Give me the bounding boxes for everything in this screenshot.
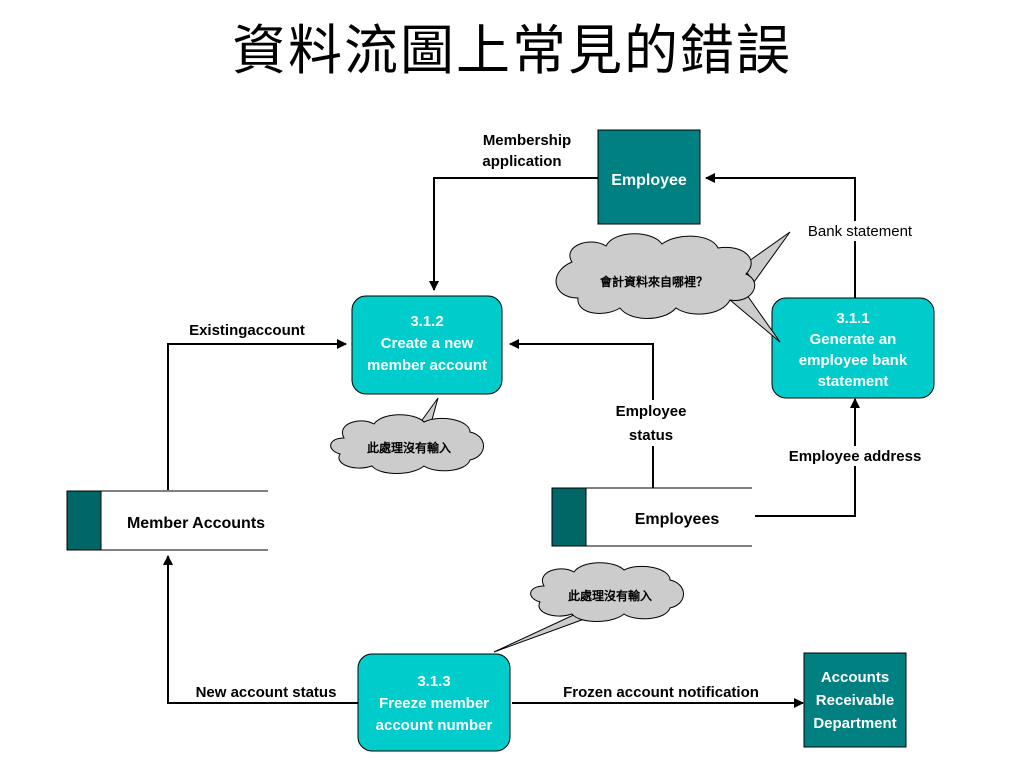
svg-text:Generate an: Generate an: [810, 331, 897, 348]
flow-new-account-status: [163, 555, 358, 704]
svg-text:Receivable: Receivable: [816, 692, 894, 709]
svg-text:Department: Department: [813, 715, 896, 732]
callout-no-input-3-1-2: 此處理沒有輸入: [330, 397, 484, 474]
svg-text:3.1.2: 3.1.2: [410, 313, 443, 330]
label-employee-address: Employee address: [789, 448, 922, 465]
store-employees: Employees: [551, 487, 752, 547]
svg-text:Accounts: Accounts: [821, 669, 889, 686]
process-3-1-2: 3.1.2 Create a new member account: [351, 295, 503, 395]
label-employee-status-1: Employee: [616, 403, 687, 420]
svg-text:Employees: Employees: [635, 511, 720, 528]
entity-accounts-receivable: Accounts Receivable Department: [803, 652, 907, 748]
label-membership-application-1: Membership: [483, 132, 571, 149]
label-existing-account: Existingaccount: [189, 322, 305, 339]
svg-text:account number: account number: [376, 717, 493, 734]
svg-text:3.1.1: 3.1.1: [836, 310, 869, 327]
flow-existing-account: [167, 339, 347, 490]
label-bank-statement: Bank statement: [808, 223, 913, 240]
entity-employee: Employee: [597, 129, 701, 225]
callout-no-input-3-1-3: 此處理沒有輸入: [493, 562, 684, 653]
svg-text:statement: statement: [818, 373, 889, 390]
flow-bank-statement: [705, 173, 856, 298]
label-frozen-account-notification: Frozen account notification: [563, 684, 759, 701]
callout-accounting-source: 會計資料來自哪裡？: [555, 231, 791, 343]
svg-text:Member Accounts: Member Accounts: [127, 515, 265, 532]
process-3-1-1: 3.1.1 Generate an employee bank statemen…: [771, 297, 935, 399]
svg-text:employee bank: employee bank: [799, 352, 908, 369]
process-3-1-3: 3.1.3 Freeze member account number: [357, 653, 511, 752]
svg-text:3.1.3: 3.1.3: [417, 673, 450, 690]
label-new-account-status: New account status: [196, 684, 337, 701]
label-employee-status-2: status: [629, 427, 673, 444]
label-membership-application-2: application: [482, 153, 561, 170]
page-title: 資料流圖上常見的錯誤: [232, 19, 792, 82]
svg-text:此處理沒有輸入: 此處理沒有輸入: [568, 588, 652, 603]
store-member-accounts: Member Accounts: [66, 490, 268, 551]
svg-text:會計資料來自哪裡？: 會計資料來自哪裡？: [600, 274, 708, 289]
flow-membership-application: [429, 177, 598, 291]
flow-employee-address: [755, 398, 860, 517]
svg-text:member account: member account: [367, 357, 487, 374]
svg-text:此處理沒有輸入: 此處理沒有輸入: [367, 440, 451, 455]
svg-text:Freeze member: Freeze member: [379, 695, 489, 712]
svg-text:Employee: Employee: [611, 172, 687, 189]
svg-text:Create a new: Create a new: [381, 335, 474, 352]
